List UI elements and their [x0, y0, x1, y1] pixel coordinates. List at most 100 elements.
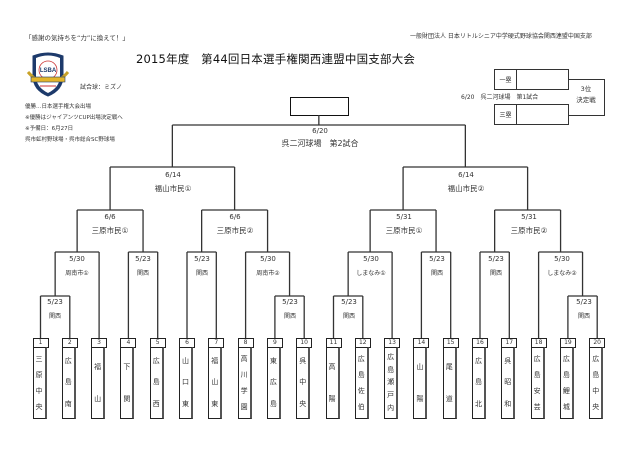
official-ball: 試合球：ミズノ: [80, 84, 123, 91]
match-date-r1-1: 5/23: [47, 298, 63, 306]
team-name-char: 川: [240, 370, 248, 379]
team-name[interactable]: 広島安芸: [530, 347, 545, 419]
match-date-r2-2: 5/23: [135, 255, 151, 263]
team-name-char: 関: [123, 394, 131, 403]
team-name-char: 山: [416, 362, 424, 371]
organization-name: 一般財団法人 日本リトルシニア中学硬式野球協会関西連盟中国支部: [410, 33, 592, 40]
team-name-char: 高: [240, 354, 248, 363]
match-venue-r1-4: 関西: [577, 313, 591, 320]
note-giants-cup: ※優勝はジャイアンツCUP出場決定戦へ: [25, 115, 123, 121]
team-name-char: 佐: [357, 386, 365, 395]
team-name-char: 城: [562, 402, 570, 411]
match-date-r2-3: 5/23: [194, 255, 210, 263]
third-place-section: 一塁 三塁 3位 決定戦: [494, 69, 605, 126]
team-name[interactable]: 山口東: [179, 347, 193, 419]
team-name-char: 口: [182, 378, 189, 387]
team-name-char: 中: [592, 386, 600, 395]
team-name-char: 央: [592, 402, 600, 411]
team-name-char: 島: [562, 370, 570, 379]
team-name[interactable]: 広島南: [61, 347, 76, 419]
team-name-char: 広: [475, 357, 482, 366]
team-name-char: 広: [533, 354, 541, 363]
team-name[interactable]: 山陽: [413, 347, 428, 419]
note-reserve-day: ※予備日：6月27日: [25, 126, 74, 132]
svg-text:LSBA: LSBA: [40, 68, 57, 74]
match-date-r2-7: 5/23: [488, 255, 504, 263]
team-name[interactable]: 呉昭和: [501, 347, 516, 419]
team-name[interactable]: 福山: [91, 347, 106, 419]
team-name[interactable]: 広島佐伯: [354, 347, 369, 419]
team-name-char: 和: [504, 399, 512, 408]
match-venue-r1-2: 関西: [283, 313, 297, 320]
match-date-r2-8: 5/30: [554, 255, 570, 263]
team-name-char: 中: [35, 386, 43, 395]
match-date-r2-4: 5/30: [260, 255, 276, 263]
team-name[interactable]: 広島西: [149, 347, 164, 419]
team-name-char: 瀬: [387, 378, 395, 387]
match-date-qf-1: 6/6: [104, 213, 116, 221]
team-name-char: 南: [64, 399, 72, 408]
team-name[interactable]: 三原中央: [32, 347, 47, 419]
match-date-r2-6: 5/23: [429, 255, 445, 263]
team-name-char: 園: [240, 402, 248, 411]
match-date-qf-2: 6/6: [229, 213, 241, 221]
team-name-char: 高: [328, 362, 336, 371]
team-name-char: 鯉: [562, 386, 570, 395]
match-venue-qf-1: 三原市民①: [91, 226, 129, 235]
match-date-r2-5: 5/30: [363, 255, 379, 263]
team-name[interactable]: 広島中央: [589, 347, 604, 419]
match-date-sf-right: 6/14: [458, 171, 474, 179]
team-name-char: 東: [211, 399, 219, 408]
team-name[interactable]: 高川学園: [237, 347, 252, 419]
team-name-char: 島: [387, 365, 395, 374]
team-name-char: 呉: [504, 357, 512, 366]
team-name-char: 山: [211, 378, 219, 387]
final-date: 6/20: [312, 127, 328, 135]
team-name[interactable]: 高陽: [325, 347, 340, 419]
team-name[interactable]: 広島瀬戸内: [384, 347, 399, 419]
team-name-char: 芸: [533, 402, 541, 411]
team-name[interactable]: 呉中央: [296, 347, 311, 419]
team-name-char: 山: [94, 394, 102, 403]
team-name-char: 東: [182, 399, 189, 408]
team-name[interactable]: 広島北: [472, 347, 486, 419]
team-name[interactable]: 下関: [120, 347, 135, 419]
third-place-label: 3位: [580, 85, 592, 93]
team-name-char: 内: [387, 404, 395, 413]
match-venue-qf-4: 三原市民②: [510, 226, 548, 235]
team-name-char: 西: [152, 399, 160, 408]
team-name-char: 陽: [416, 394, 424, 403]
team-name-char: 広: [64, 357, 72, 366]
final-venue: 呉二河球場 第2試合: [281, 139, 359, 148]
team-name-char: 三: [35, 354, 43, 363]
slogan: 「感謝の気持ちを“力”に換えて！」: [25, 34, 129, 42]
team-name-char: 広: [269, 378, 277, 387]
team-name-char: 広: [152, 357, 160, 366]
team-name-char: 央: [35, 402, 43, 411]
team-name[interactable]: 尾道: [442, 347, 457, 419]
match-date-qf-4: 5/31: [521, 213, 537, 221]
match-venue-r1-3: 関西: [342, 313, 356, 320]
team-name[interactable]: 広島鯉城: [559, 347, 574, 419]
team-name[interactable]: 東広島: [266, 347, 281, 419]
match-venue-r2-1: 周南市①: [65, 270, 89, 277]
team-name-char: 広: [592, 354, 600, 363]
match-venue-r2-3: 関西: [195, 270, 209, 277]
team-name-char: 島: [357, 370, 365, 379]
team-name-char: 北: [475, 399, 482, 408]
team-name-char: 昭: [504, 378, 512, 387]
team-name[interactable]: 福山東: [208, 347, 223, 419]
team-name-char: 呉: [299, 357, 307, 366]
match-date-sf-left: 6/14: [165, 171, 181, 179]
match-venue-sf-left: 福山市民①: [154, 184, 192, 193]
team-name-char: 尾: [445, 362, 453, 371]
team-name-char: 島: [269, 399, 277, 408]
note-champion: 優勝…日本選手権大会出場: [25, 104, 92, 110]
team-name-char: 島: [475, 378, 482, 387]
team-name-char: 広: [357, 354, 365, 363]
team-name-char: 福: [211, 357, 219, 366]
match-venue-r2-2: 関西: [136, 270, 150, 277]
third-place-team-bottom[interactable]: [516, 104, 569, 125]
team-name-char: 陽: [328, 394, 336, 403]
third-place-bracket: 3位 決定戦: [568, 79, 605, 116]
